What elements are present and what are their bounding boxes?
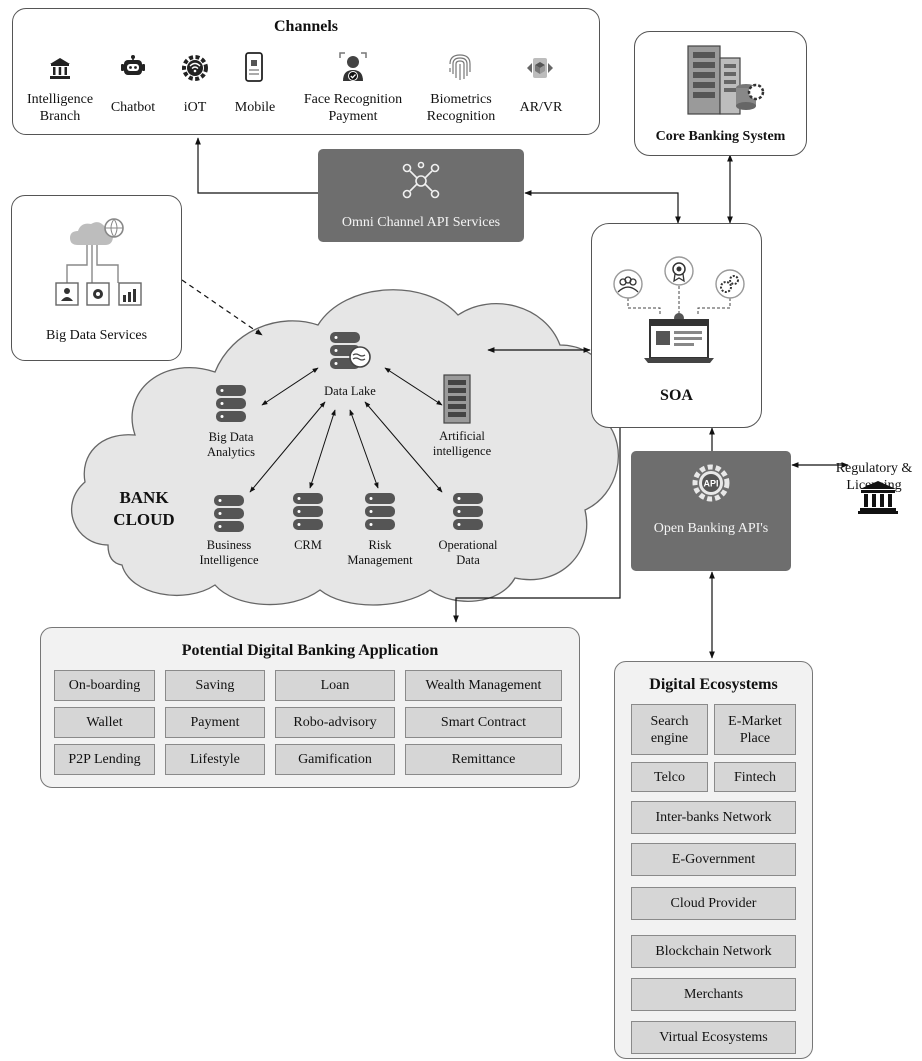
face-recognition-icon xyxy=(339,52,367,81)
channel-label-intelligence-branch: Intelligence Branch xyxy=(26,92,94,124)
channel-label-iot: iOT xyxy=(183,100,207,115)
channels-panel: Channels xyxy=(12,8,600,135)
connector-soa-to-apps xyxy=(453,428,621,623)
operational-data-icon xyxy=(453,493,483,530)
app-cell-gamification: Gamification xyxy=(275,744,395,775)
app-cell-p2p-lending: P2P Lending xyxy=(54,744,155,775)
vr-cube-icon xyxy=(527,58,553,78)
network-hub-icon xyxy=(402,161,440,199)
eco-cell-e-market-place: E-Market Place xyxy=(714,704,796,755)
api-badge-text: API xyxy=(703,479,718,489)
channel-label-ar-vr: AR/VR xyxy=(519,100,563,115)
eco-cell-cloud-provider: Cloud Provider xyxy=(631,887,796,920)
wifi-gear-icon xyxy=(182,55,208,81)
eco-cell-blockchain-network: Blockchain Network xyxy=(631,935,796,968)
app-cell-lifestyle: Lifestyle xyxy=(165,744,265,775)
big-data-analytics-label: Big Data Analytics xyxy=(207,430,255,459)
risk-management-icon xyxy=(365,493,395,530)
operational-data-label: Operational Data xyxy=(438,538,498,567)
business-intelligence-label: Business Intelligence xyxy=(199,538,259,567)
eco-cell-inter-banks-network: Inter-banks Network xyxy=(631,801,796,834)
app-cell-loan: Loan xyxy=(275,670,395,701)
bank-icon xyxy=(50,58,70,79)
app-cell-saving: Saving xyxy=(165,670,265,701)
channel-label-face-recognition: Face Recognition Payment xyxy=(303,92,403,124)
ai-server-icon xyxy=(443,374,471,424)
open-banking-box: API Open Banking API's xyxy=(631,451,791,571)
channel-label-biometrics: Biometrics Recognition xyxy=(426,92,496,124)
app-cell-remittance: Remittance xyxy=(405,744,562,775)
app-cell-onboarding: On-boarding xyxy=(54,670,155,701)
omni-channel-box: Omni Channel API Services xyxy=(318,149,524,242)
soa-label: SOA xyxy=(660,387,693,404)
channel-label-chatbot: Chatbot xyxy=(110,100,156,115)
eco-cell-virtual-ecosystems: Virtual Ecosystems xyxy=(631,1021,796,1054)
digital-ecosystems-title: Digital Ecosystems xyxy=(649,676,778,693)
big-data-analytics-icon xyxy=(216,385,246,422)
app-cell-payment: Payment xyxy=(165,707,265,738)
business-intelligence-icon xyxy=(214,495,244,532)
regulatory-label: Regulatory & Licensing xyxy=(835,461,913,493)
core-banking-label: Core Banking System xyxy=(655,129,786,144)
open-banking-label: Open Banking API's xyxy=(653,521,769,536)
eco-cell-merchants: Merchants xyxy=(631,978,796,1011)
connector-bigdata-cloud xyxy=(181,279,263,336)
risk-management-label: Risk Management xyxy=(347,538,413,567)
app-cell-smart-contract: Smart Contract xyxy=(405,707,562,738)
data-lake-label: Data Lake xyxy=(324,384,376,398)
ai-label: Artificial intelligence xyxy=(432,429,492,458)
app-cell-wealth-management: Wealth Management xyxy=(405,670,562,701)
eco-cell-fintech: Fintech xyxy=(714,762,796,792)
channel-label-mobile: Mobile xyxy=(234,100,276,115)
spoke-crm xyxy=(309,409,336,489)
api-gear-icon: API xyxy=(692,464,730,502)
crm-icon xyxy=(293,493,323,530)
channels-title: Channels xyxy=(273,18,339,35)
big-data-services-label: Big Data Services xyxy=(45,328,148,343)
chatbot-icon xyxy=(121,55,145,75)
spoke-operational xyxy=(364,401,443,493)
eco-cell-e-government: E-Government xyxy=(631,843,796,876)
mobile-icon xyxy=(245,52,263,82)
connector-omni-soa xyxy=(524,190,681,224)
spoke-bigdata-analytics xyxy=(261,367,319,406)
government-building-icon xyxy=(858,481,898,514)
soa-services-icon xyxy=(613,256,745,363)
data-lake-icon xyxy=(330,332,371,369)
fingerprint-icon xyxy=(449,54,471,80)
app-cell-robo-advisory: Robo-advisory xyxy=(275,707,395,738)
digital-banking-title: Potential Digital Banking Application xyxy=(181,642,439,659)
server-rack-icon xyxy=(687,45,765,115)
app-cell-wallet: Wallet xyxy=(54,707,155,738)
connector-omni-to-channels xyxy=(195,137,318,194)
eco-cell-telco: Telco xyxy=(631,762,708,792)
omni-channel-label: Omni Channel API Services xyxy=(341,215,501,230)
cloud-network-icon xyxy=(55,218,142,306)
bank-cloud-label: BANK CLOUD xyxy=(113,488,175,529)
spoke-ai xyxy=(384,367,443,406)
crm-label: CRM xyxy=(294,538,322,552)
eco-cell-search-engine: Search engine xyxy=(631,704,708,755)
